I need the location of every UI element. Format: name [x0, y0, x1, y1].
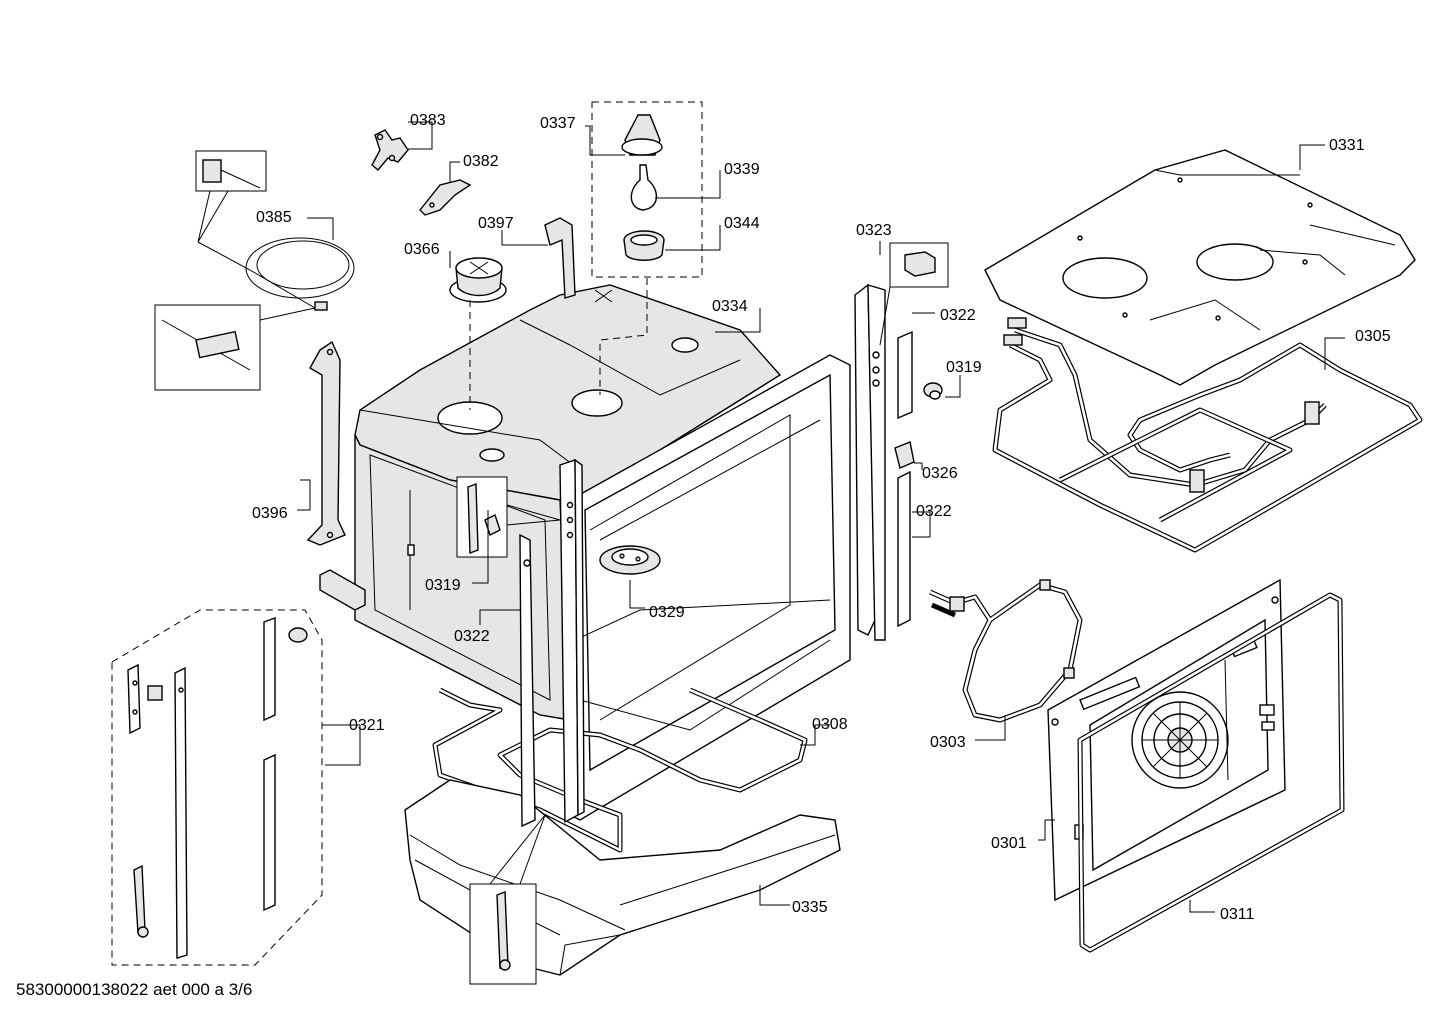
document-code: 58300000138022 aet 000 a 3/6 — [16, 980, 253, 999]
label-0319-a: 0319 — [946, 359, 982, 376]
label-0311: 0311 — [1220, 906, 1255, 923]
label-0385: 0385 — [256, 209, 292, 226]
left-runner — [319, 569, 366, 611]
part-0326 — [894, 441, 915, 469]
bracket-0382 — [419, 179, 472, 216]
front-vertical-bracket — [559, 458, 585, 824]
strip-0322-lower — [897, 470, 911, 628]
round-heating-element-0303 — [928, 579, 1083, 723]
inset-box-connector — [195, 150, 267, 243]
oven-cavity-0334 — [354, 284, 851, 821]
label-0337: 0337 — [540, 115, 576, 132]
door-seal-0311 — [1077, 592, 1345, 953]
front-left-strip-0322 — [519, 533, 536, 828]
top-heating-element-0305 — [992, 317, 1423, 553]
label-0329: 0329 — [649, 604, 685, 621]
lamp-group-0337 — [591, 101, 703, 278]
label-0344: 0344 — [724, 215, 760, 232]
label-0321: 0321 — [349, 717, 385, 734]
inset-box-bottom — [469, 814, 546, 985]
label-0382: 0382 — [463, 153, 499, 170]
kit-0321 — [111, 609, 323, 966]
inset-box-0319 — [456, 476, 561, 558]
label-0397: 0397 — [478, 215, 514, 232]
top-panel-0331 — [984, 149, 1416, 386]
label-0301: 0301 — [991, 835, 1027, 852]
inset-box-sensor-end — [154, 304, 316, 391]
label-0323: 0323 — [856, 222, 892, 239]
label-0322-b: 0322 — [916, 503, 952, 520]
label-0326: 0326 — [922, 465, 958, 482]
label-0319-b: 0319 — [425, 577, 461, 594]
label-0396: 0396 — [252, 505, 288, 522]
bracket-0397 — [544, 217, 576, 299]
cable-0385 — [197, 237, 355, 311]
strip-0322-upper — [897, 330, 913, 420]
label-0334: 0334 — [712, 298, 748, 315]
part-0323-box — [879, 242, 949, 346]
cover-0366 — [449, 257, 507, 303]
label-0383: 0383 — [410, 112, 446, 129]
label-0335: 0335 — [792, 899, 828, 916]
label-0331: 0331 — [1329, 137, 1365, 154]
part-labels: 0383 0382 0385 0337 0339 0344 0397 0366 … — [252, 112, 1391, 923]
leader-lines — [297, 121, 1345, 913]
label-0322-a: 0322 — [940, 307, 976, 324]
bracket-0396 — [306, 340, 346, 546]
label-0339: 0339 — [724, 161, 760, 178]
back-wall-0301 — [1047, 578, 1286, 902]
label-0308: 0308 — [812, 716, 848, 733]
assembly-guide-lines — [469, 278, 648, 410]
label-0322-c: 0322 — [454, 628, 490, 645]
bracket-0383 — [371, 129, 409, 171]
label-0366: 0366 — [404, 241, 440, 258]
fan-cover-0329 — [599, 545, 661, 575]
label-0303: 0303 — [930, 734, 966, 751]
bottom-heating-element-0308 — [432, 687, 808, 853]
right-rail-strip — [854, 283, 886, 641]
label-0305: 0305 — [1355, 328, 1391, 345]
clip-0319-right — [923, 382, 943, 400]
